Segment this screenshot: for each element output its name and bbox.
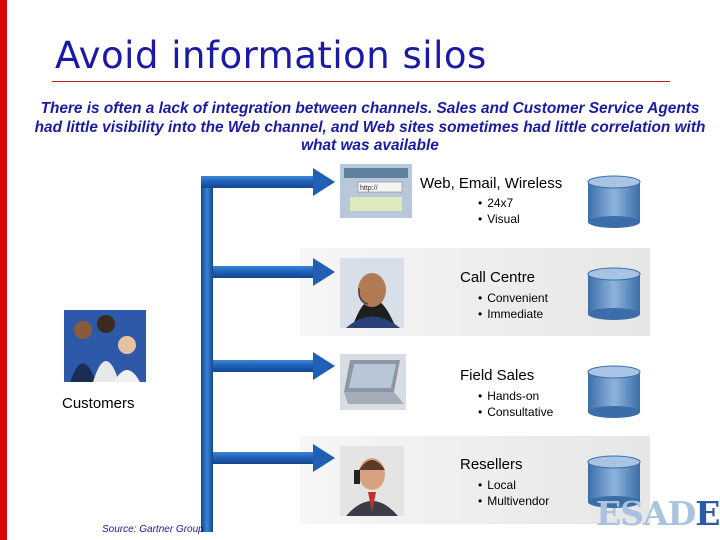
slide-accent-bar — [0, 0, 7, 540]
connector-branch-resellers — [213, 444, 335, 472]
channel-label-call-centre: Call Centre — [460, 269, 536, 286]
logo-accent-letter: E — [695, 494, 720, 533]
bullet-item: Multivendor — [478, 493, 549, 509]
database-call-centre-icon — [587, 267, 641, 320]
database-resellers-icon — [587, 455, 641, 508]
connector-trunk — [201, 182, 213, 532]
laptop-image — [340, 354, 406, 410]
logo-text: ESAD — [596, 494, 696, 533]
bullet-item: Consultative — [478, 404, 553, 420]
call-centre-agent-image — [340, 258, 404, 328]
connector-branch-call-centre — [213, 258, 335, 286]
channel-bullets-resellers: Local Multivendor — [478, 477, 549, 509]
connector-branch-web — [201, 168, 335, 196]
bullet-item: Local — [478, 477, 549, 493]
bullet-item: Immediate — [478, 306, 548, 322]
customers-label: Customers — [62, 395, 135, 412]
channel-label-web: Web, Email, Wireless — [420, 175, 563, 192]
connector-branch-field-sales — [213, 352, 335, 380]
slide-title: Avoid information silos — [55, 34, 487, 77]
reseller-phone-image — [340, 446, 404, 516]
bullet-item: Convenient — [478, 290, 548, 306]
source-note: Source: Gartner Group — [102, 524, 204, 535]
bullet-item: 24x7 — [478, 195, 520, 211]
database-field-sales-icon — [587, 365, 641, 418]
channel-bullets-call-centre: Convenient Immediate — [478, 290, 548, 322]
intro-text: There is often a lack of integration bet… — [34, 100, 706, 154]
title-divider — [52, 81, 670, 82]
database-web-icon — [587, 175, 641, 228]
channel-bullets-web: 24x7 Visual — [478, 195, 520, 227]
web-browser-image: http:// — [340, 164, 412, 218]
svg-text:http://: http:// — [360, 185, 378, 192]
channel-bullets-field-sales: Hands-on Consultative — [478, 388, 553, 420]
customers-photo — [64, 310, 146, 382]
bullet-item: Hands-on — [478, 388, 553, 404]
esade-logo: ESADE — [596, 494, 720, 533]
bullet-item: Visual — [478, 211, 519, 227]
channel-label-field-sales: Field Sales — [460, 367, 535, 384]
channel-label-resellers: Resellers — [460, 456, 523, 473]
